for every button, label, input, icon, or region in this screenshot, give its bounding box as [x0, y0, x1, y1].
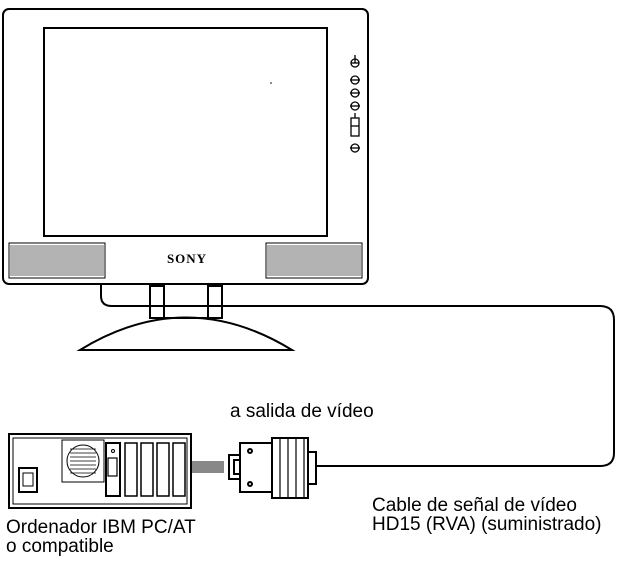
lcd-monitor — [2, 8, 369, 285]
monitor-control-buttons — [350, 55, 360, 153]
cable-label-line2: HD15 (RVA) (suministrado) — [372, 514, 602, 535]
video-output-port[interactable] — [105, 442, 121, 497]
power-socket-icon — [18, 467, 38, 493]
cable-label-line1: Cable de señal de vídeo — [372, 495, 577, 516]
monitor-stand — [76, 285, 296, 351]
control-button-icon[interactable] — [350, 75, 360, 85]
hd15-connector — [228, 437, 317, 499]
video-output-label: a salida de vídeo — [230, 401, 374, 422]
fan-icon — [61, 439, 105, 483]
speaker-grille-right — [265, 242, 363, 279]
computer-label-line1: Ordenador IBM PC/AT — [6, 517, 196, 538]
control-button-icon[interactable] — [350, 143, 360, 153]
control-button-icon[interactable] — [350, 101, 360, 111]
input-switch-icon[interactable] — [350, 113, 360, 137]
control-button-icon[interactable] — [350, 88, 360, 98]
video-signal-cable — [100, 284, 615, 467]
speaker-grille-left — [8, 242, 106, 279]
expansion-slots — [124, 442, 186, 497]
computer-case — [8, 433, 192, 509]
computer-label-line2: o compatible — [6, 536, 114, 557]
power-icon[interactable] — [350, 55, 360, 68]
brand-logo: SONY — [167, 251, 207, 266]
monitor-screen — [43, 27, 328, 237]
